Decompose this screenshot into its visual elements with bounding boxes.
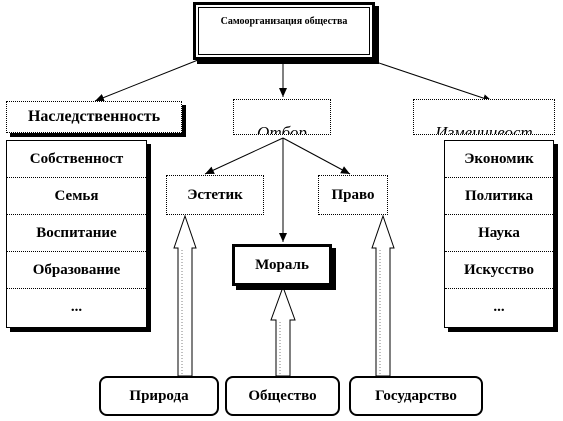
list-item: Наука (445, 215, 553, 252)
variability-list: Экономик Политика Наука Искусство ... (444, 140, 554, 328)
society-label: Общество (248, 387, 317, 404)
hollow-arrow-state-to-law (371, 214, 395, 377)
nature-label: Природа (129, 387, 189, 404)
list-item: ... (70, 299, 83, 315)
list-item: Образование (7, 252, 146, 289)
morality-node: Мораль (232, 244, 332, 286)
list-item: Политика (445, 178, 553, 215)
variability-label: Изменчивост (435, 123, 533, 135)
state-node: Государство (349, 376, 483, 416)
state-label: Государство (375, 387, 457, 404)
list-item: Воспитание (7, 215, 146, 252)
society-node: Общество (225, 376, 340, 416)
list-item: Семья (7, 178, 146, 215)
list-item: Экономик (445, 141, 553, 178)
nature-node: Природа (99, 376, 219, 416)
list-item: Искусство (445, 252, 553, 289)
law-node: Право (318, 175, 388, 215)
heredity-node: Наследственность (6, 101, 182, 133)
aesthetics-node: Эстетик (166, 175, 264, 215)
root-label: Самоорганизация общества (198, 7, 370, 55)
edge-root-to-heredity (94, 59, 199, 102)
law-label: Право (331, 186, 375, 203)
hollow-arrow-nature-to-aesthetics (173, 214, 197, 377)
heredity-list: Собственност Семья Воспитание Образовани… (6, 140, 147, 328)
list-item: ... (493, 299, 505, 315)
variability-node: Изменчивост (413, 99, 555, 135)
selection-node: Отбор (233, 99, 331, 135)
edge-root-to-variability (369, 59, 493, 102)
hollow-arrow-society-to-morality (270, 285, 296, 377)
edge-selection-to-law (282, 137, 351, 175)
list-item: Собственност (7, 141, 146, 178)
aesthetics-label: Эстетик (187, 186, 243, 203)
selection-label: Отбор (257, 123, 307, 135)
edge-selection-to-aesthetics (204, 137, 284, 175)
heredity-label: Наследственность (27, 108, 161, 125)
morality-label: Мораль (255, 256, 309, 273)
root-node: Самоорганизация общества (193, 2, 375, 60)
